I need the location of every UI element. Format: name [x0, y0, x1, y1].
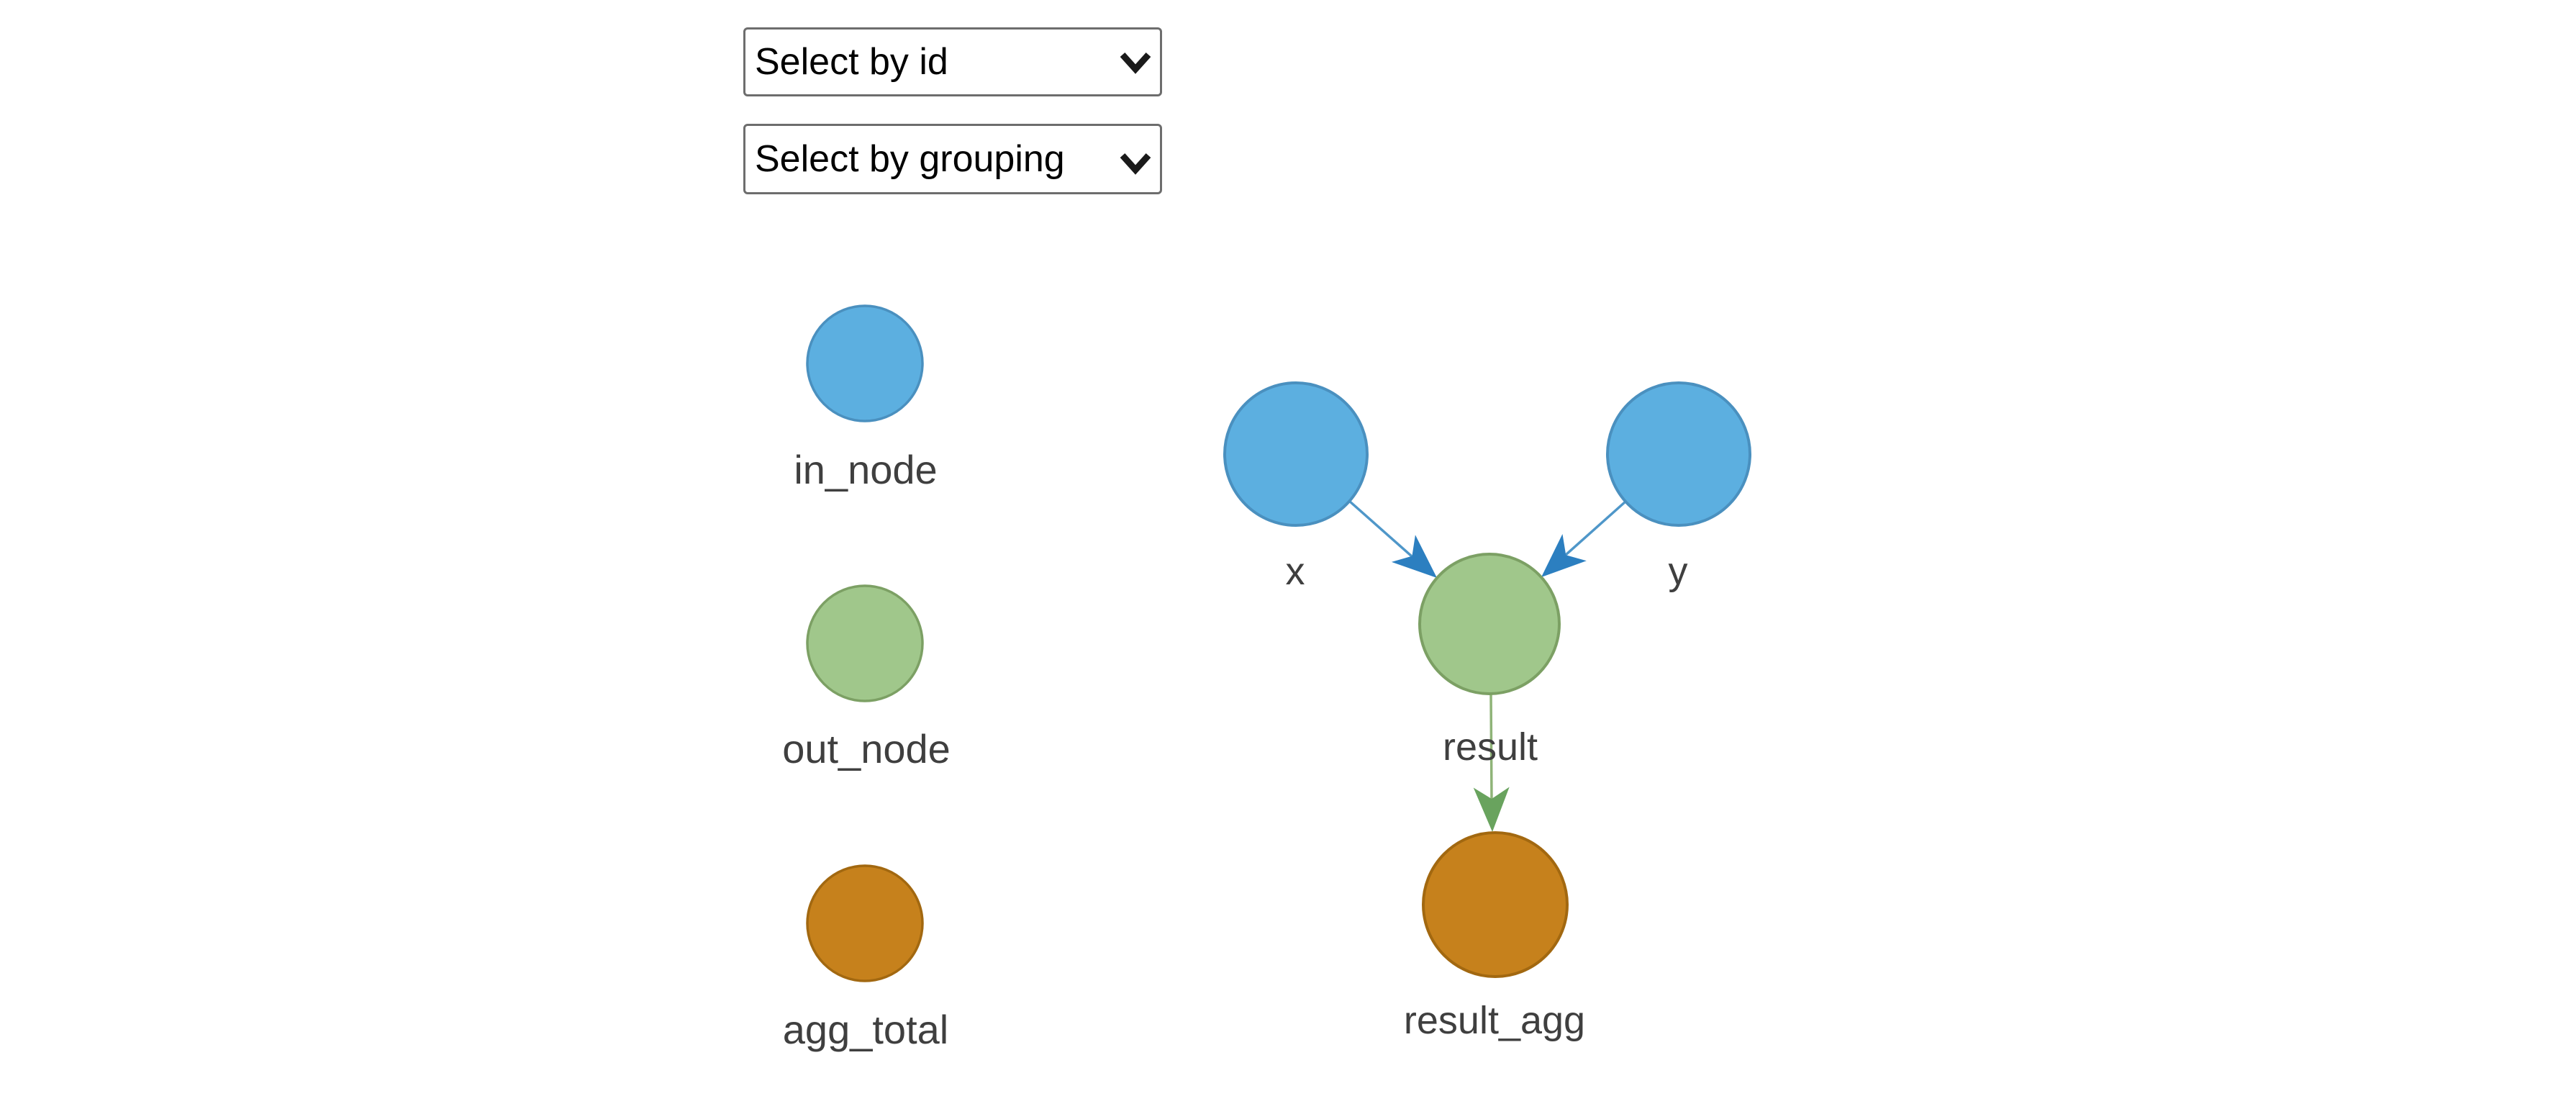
select-by-id-dropdown[interactable]: Select by id	[743, 27, 1162, 96]
legend-label-out-node: out_node	[782, 726, 951, 771]
graph: x y result result_agg	[1223, 381, 1751, 1042]
edge-arrowhead-y-result	[1541, 533, 1587, 577]
legend-swatch-in-node	[806, 304, 924, 422]
graph-node-label-y: y	[1669, 550, 1688, 593]
select-by-grouping-dropdown[interactable]: Select by grouping	[743, 124, 1162, 194]
legend-swatch-out-node	[806, 584, 924, 702]
edge-arrowhead-x-result	[1391, 535, 1437, 578]
graph-node-y[interactable]	[1606, 381, 1751, 527]
legend-label-in-node: in_node	[794, 447, 937, 492]
graph-node-x[interactable]	[1223, 381, 1369, 527]
graph-node-result[interactable]	[1418, 553, 1561, 695]
graph-edge-y-result	[1564, 500, 1627, 556]
legend-swatch-agg-total	[806, 864, 924, 982]
graph-node-label-result-agg: result_agg	[1404, 999, 1585, 1042]
edge-arrowhead-result-result-agg	[1473, 787, 1510, 832]
graph-edge-x-result	[1348, 499, 1413, 558]
legend-label-agg-total: agg_total	[783, 1007, 948, 1052]
graph-edge-result-result-agg	[1489, 693, 1493, 800]
graph-node-result-agg[interactable]	[1422, 831, 1569, 978]
graph-node-label-x: x	[1286, 550, 1305, 593]
legend: in_node out_node agg_total	[782, 304, 951, 1052]
graph-node-label-result: result	[1443, 725, 1538, 769]
